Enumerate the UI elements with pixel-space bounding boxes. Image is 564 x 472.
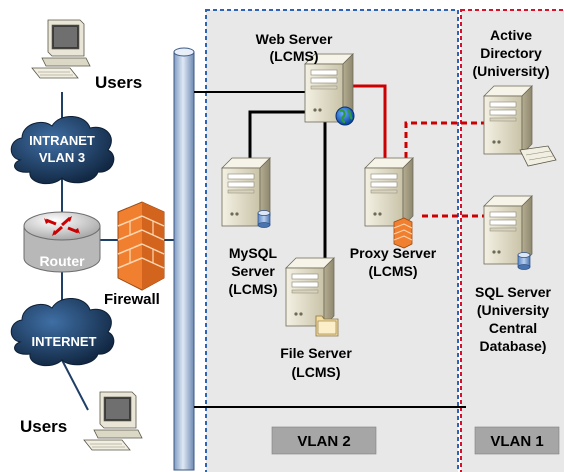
vlan2-label-box: VLAN 2 bbox=[271, 426, 377, 455]
users-top-label: Users bbox=[95, 73, 142, 92]
intranet-label-line1: INTRANET bbox=[29, 133, 95, 148]
mysql-server-label-line3: (LCMS) bbox=[229, 281, 278, 297]
file-server[interactable]: File Server (LCMS) bbox=[280, 257, 352, 380]
proxy-server-label-line1: Proxy Server bbox=[350, 245, 437, 261]
mysql-server[interactable]: MySQL Server (LCMS) bbox=[221, 157, 278, 297]
web-server-label-line2: (LCMS) bbox=[270, 48, 319, 64]
users-top-computer[interactable] bbox=[31, 19, 91, 79]
mysql-server-label-line1: MySQL bbox=[229, 245, 278, 261]
sql-server[interactable]: SQL Server (University Central Database) bbox=[475, 195, 552, 354]
link-proxy-activedirectory bbox=[404, 121, 488, 168]
link-web-mysql bbox=[248, 110, 305, 170]
file-server-label-line1: File Server bbox=[280, 345, 352, 361]
mysql-server-label-line2: Server bbox=[231, 263, 275, 279]
backbone-bus bbox=[173, 47, 195, 471]
users-bottom-computer[interactable] bbox=[83, 391, 143, 451]
sql-server-label-line1: SQL Server bbox=[475, 284, 552, 300]
sql-server-label-line3: Central bbox=[489, 320, 537, 336]
active-directory-label-line1: Active bbox=[490, 27, 532, 43]
server-tower-icon bbox=[285, 257, 335, 327]
router-icon bbox=[23, 211, 101, 273]
active-directory-label-line3: (University) bbox=[472, 63, 549, 79]
active-directory-server[interactable]: Active Directory (University) bbox=[472, 27, 557, 167]
intranet-label-line2: VLAN 3 bbox=[39, 150, 85, 165]
server-tower-icon bbox=[364, 157, 414, 227]
intranet-cloud[interactable]: INTRANET VLAN 3 bbox=[10, 116, 115, 185]
firewall-label: Firewall bbox=[104, 291, 160, 308]
vlan1-label-box: VLAN 1 bbox=[474, 426, 560, 455]
internet-cloud[interactable]: INTERNET bbox=[10, 298, 115, 367]
folder-icon bbox=[315, 315, 339, 337]
internet-label: INTERNET bbox=[32, 334, 97, 349]
keyboard-icon bbox=[519, 145, 557, 167]
router[interactable]: Router bbox=[23, 211, 101, 273]
cloud-icon bbox=[10, 116, 115, 185]
users-bottom-label: Users bbox=[20, 417, 67, 436]
link-web-proxy bbox=[348, 84, 387, 165]
file-server-label-line2: (LCMS) bbox=[292, 364, 341, 380]
web-server[interactable]: Web Server (LCMS) bbox=[256, 31, 355, 126]
database-icon bbox=[257, 210, 271, 228]
active-directory-label-line2: Directory bbox=[480, 45, 542, 61]
link-internet-users bbox=[61, 359, 89, 411]
vlan1-label: VLAN 1 bbox=[490, 433, 543, 450]
firewall-icon bbox=[393, 217, 413, 249]
proxy-server-label-line2: (LCMS) bbox=[369, 263, 418, 279]
web-server-label-line1: Web Server bbox=[256, 31, 333, 47]
sql-server-label-line4: Database) bbox=[480, 338, 547, 354]
vlan2-label: VLAN 2 bbox=[297, 433, 350, 450]
database-icon bbox=[517, 252, 531, 270]
router-label: Router bbox=[39, 253, 85, 269]
cloud-icon bbox=[10, 298, 115, 367]
firewall-icon bbox=[117, 201, 165, 291]
server-tower-icon bbox=[483, 85, 533, 155]
sql-server-label-line2: (University bbox=[477, 302, 550, 318]
globe-icon bbox=[335, 106, 355, 126]
proxy-server[interactable]: Proxy Server (LCMS) bbox=[350, 157, 437, 279]
firewall[interactable]: Firewall bbox=[104, 201, 165, 308]
